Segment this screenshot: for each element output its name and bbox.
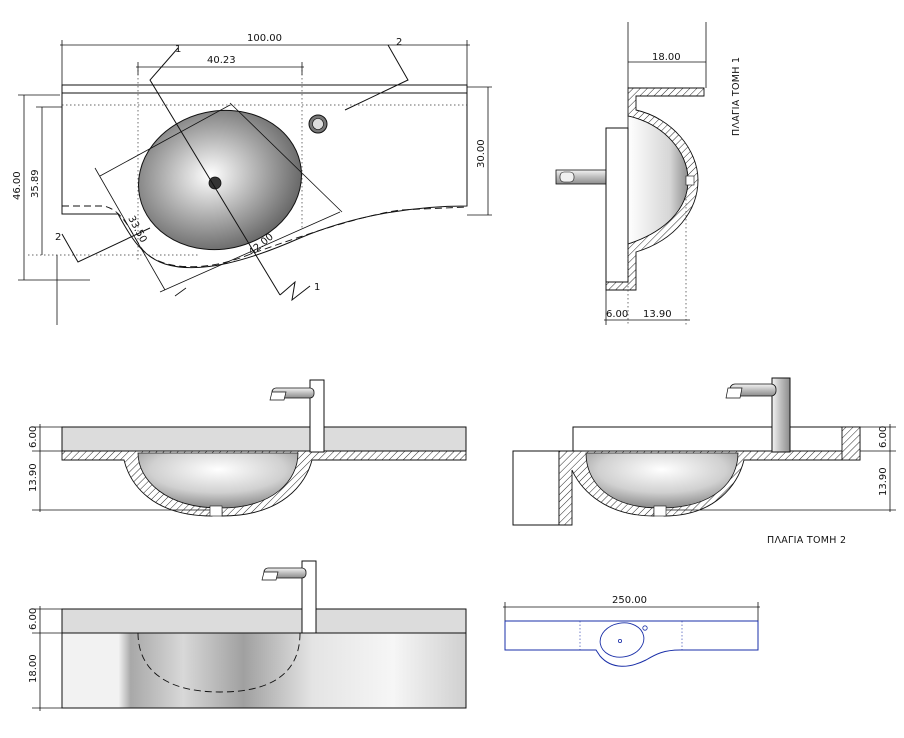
front-section: 6.00 13.90 [28,379,467,517]
dim-depth-total: 46.00 [12,171,23,200]
countertop-plan [61,84,468,269]
dim-depth-right: 30.00 [476,139,487,168]
dim-bowl-minor: 33.50 [125,214,148,244]
dim-front-bowl: 13.90 [28,463,39,492]
front-elevation: 6.00 18.00 [28,560,467,711]
front-slab [61,426,467,452]
drain-icon [208,176,222,190]
dim-overall-width: 100.00 [247,33,282,44]
dim-side1-wall: 6.00 [606,309,628,320]
dim-plan-length: 250.00 [612,595,647,606]
side2-faucet-body [771,377,791,453]
side1-title: ΠΛΑΓΙΑ ΤΟΜΗ 1 [731,57,742,136]
dim-side1-bowl: 13.90 [643,309,672,320]
front-faucet-body [309,379,325,453]
plan-small: 250.00 [503,595,760,667]
dim-elevation-apron: 18.00 [28,654,39,683]
section-mark-1: 1 [175,44,181,55]
top-view: 1 2 2 1 100.00 40.23 46.00 35.89 30.00 [12,33,492,325]
side-section-1: 18.00 6.00 13.90 ΠΛΑΓΙΑ ΤΟΜΗ 1 [555,22,742,325]
svg-text:2: 2 [55,232,61,243]
elevation-slab [61,608,467,634]
dim-elevation-slab: 6.00 [28,608,39,630]
dim-side2-bowl: 13.90 [878,467,889,496]
dim-side1-top: 18.00 [652,52,681,63]
section-mark-2: 2 [396,37,402,48]
dim-bowl-offset: 40.23 [207,55,236,66]
elevation-apron [61,632,467,709]
dim-front-slab: 6.00 [28,426,39,448]
side2-title: ΠΛΑΓΙΑ ΤΟΜΗ 2 [767,535,846,546]
dim-side2-slab: 6.00 [878,426,889,448]
dim-depth-left: 35.89 [30,169,41,198]
elevation-faucet-body [301,560,317,634]
side-section-2: 6.00 13.90 ΠΛΑΓΙΑ ΤΟΜΗ 2 [512,377,896,546]
svg-text:1: 1 [314,282,320,293]
